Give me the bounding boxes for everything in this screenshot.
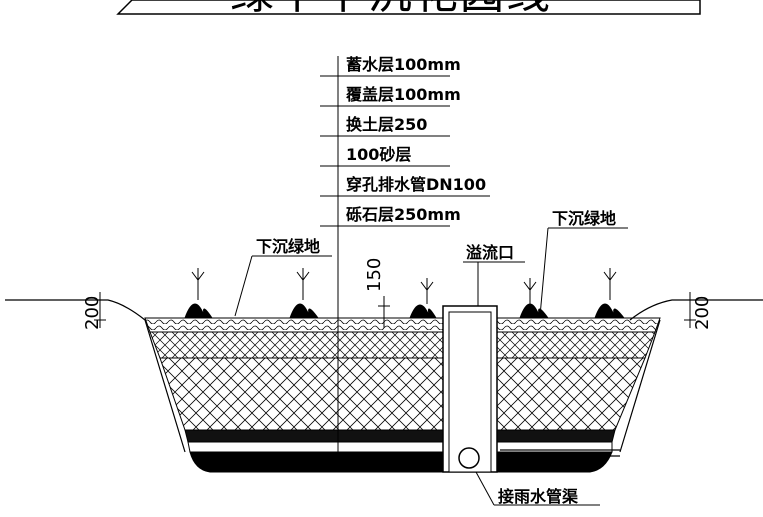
rain-pipe-label: 接雨水管渠	[498, 487, 579, 506]
title-block: 绿下下沉花园线	[116, 0, 701, 19]
dimension-marks	[94, 292, 696, 328]
drain-pipe-circle	[458, 447, 480, 469]
ground-lines	[5, 299, 763, 321]
layer-label-3: 100砂层	[346, 145, 411, 164]
layer-label-5: 砾石层250mm	[346, 205, 461, 224]
basin-section	[144, 317, 661, 473]
layer-label-0: 蓄水层100mm	[346, 55, 461, 74]
overflow-label: 溢流口	[466, 243, 514, 262]
left-depth-dim: 200	[82, 296, 103, 330]
layer-label-1: 覆盖层100mm	[345, 85, 461, 104]
overflow-well	[442, 305, 498, 473]
layer-label-2: 换土层250	[346, 115, 427, 134]
annotations	[234, 227, 628, 506]
left-green-label: 下沉绿地	[256, 237, 320, 256]
drawing-title: 绿下下沉花园线	[230, 0, 552, 19]
overflow-height-dim: 150	[364, 258, 385, 292]
layer-label-4: 穿孔排水管DN100	[346, 175, 486, 194]
right-green-label: 下沉绿地	[552, 209, 616, 228]
plants	[184, 268, 626, 319]
layer-callouts: 蓄水层100mm 覆盖层100mm 换土层250 100砂层 穿孔排水管DN10…	[320, 55, 490, 460]
right-depth-dim: 200	[692, 296, 713, 330]
